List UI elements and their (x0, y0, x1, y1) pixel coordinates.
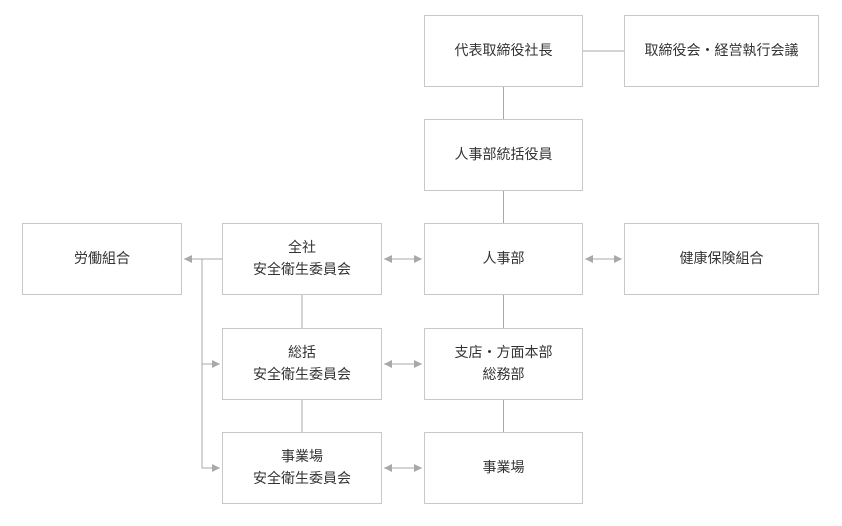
box-union-label: 労働組合 (74, 251, 130, 267)
box-general-committee-line1: 総括 (288, 345, 316, 361)
box-labor-union: 労働組合 (22, 223, 182, 295)
box-health-label: 健康保険組合 (679, 251, 764, 267)
box-hr-officer: 人事部統括役員 (424, 119, 583, 191)
box-site: 事業場 (424, 432, 583, 504)
box-hr-department: 人事部 (424, 223, 583, 295)
box-site-committee: 事業場 安全衛生委員会 (222, 432, 382, 504)
box-hr-label: 人事部 (482, 251, 525, 267)
box-site-committee-line2: 安全衛生委員会 (253, 471, 351, 487)
box-site-label: 事業場 (482, 460, 525, 476)
box-president: 代表取締役社長 (424, 15, 583, 87)
box-president-label: 代表取締役社長 (454, 43, 553, 59)
box-health-insurance: 健康保険組合 (624, 223, 819, 295)
box-branch-admin-line2: 総務部 (482, 367, 525, 383)
box-site-committee-line1: 事業場 (281, 449, 323, 465)
box-company-committee: 全社 安全衛生委員会 (222, 223, 382, 295)
box-branch-admin-line1: 支店・方面本部 (454, 345, 553, 361)
box-branch-admin: 支店・方面本部 総務部 (424, 328, 583, 400)
box-company-committee-line2: 安全衛生委員会 (253, 262, 351, 278)
box-board-executive-meeting: 取締役会・経営執行会議 (624, 15, 819, 87)
box-general-committee: 総括 安全衛生委員会 (222, 328, 382, 400)
arrow-union-general (201, 259, 220, 368)
box-board-label: 取締役会・経営執行会議 (644, 43, 799, 59)
box-general-committee-line2: 安全衛生委員会 (253, 367, 351, 383)
arrow-union-site-committee (201, 364, 220, 472)
box-company-committee-line1: 全社 (288, 240, 316, 256)
box-hr-officer-label: 人事部統括役員 (454, 147, 553, 163)
